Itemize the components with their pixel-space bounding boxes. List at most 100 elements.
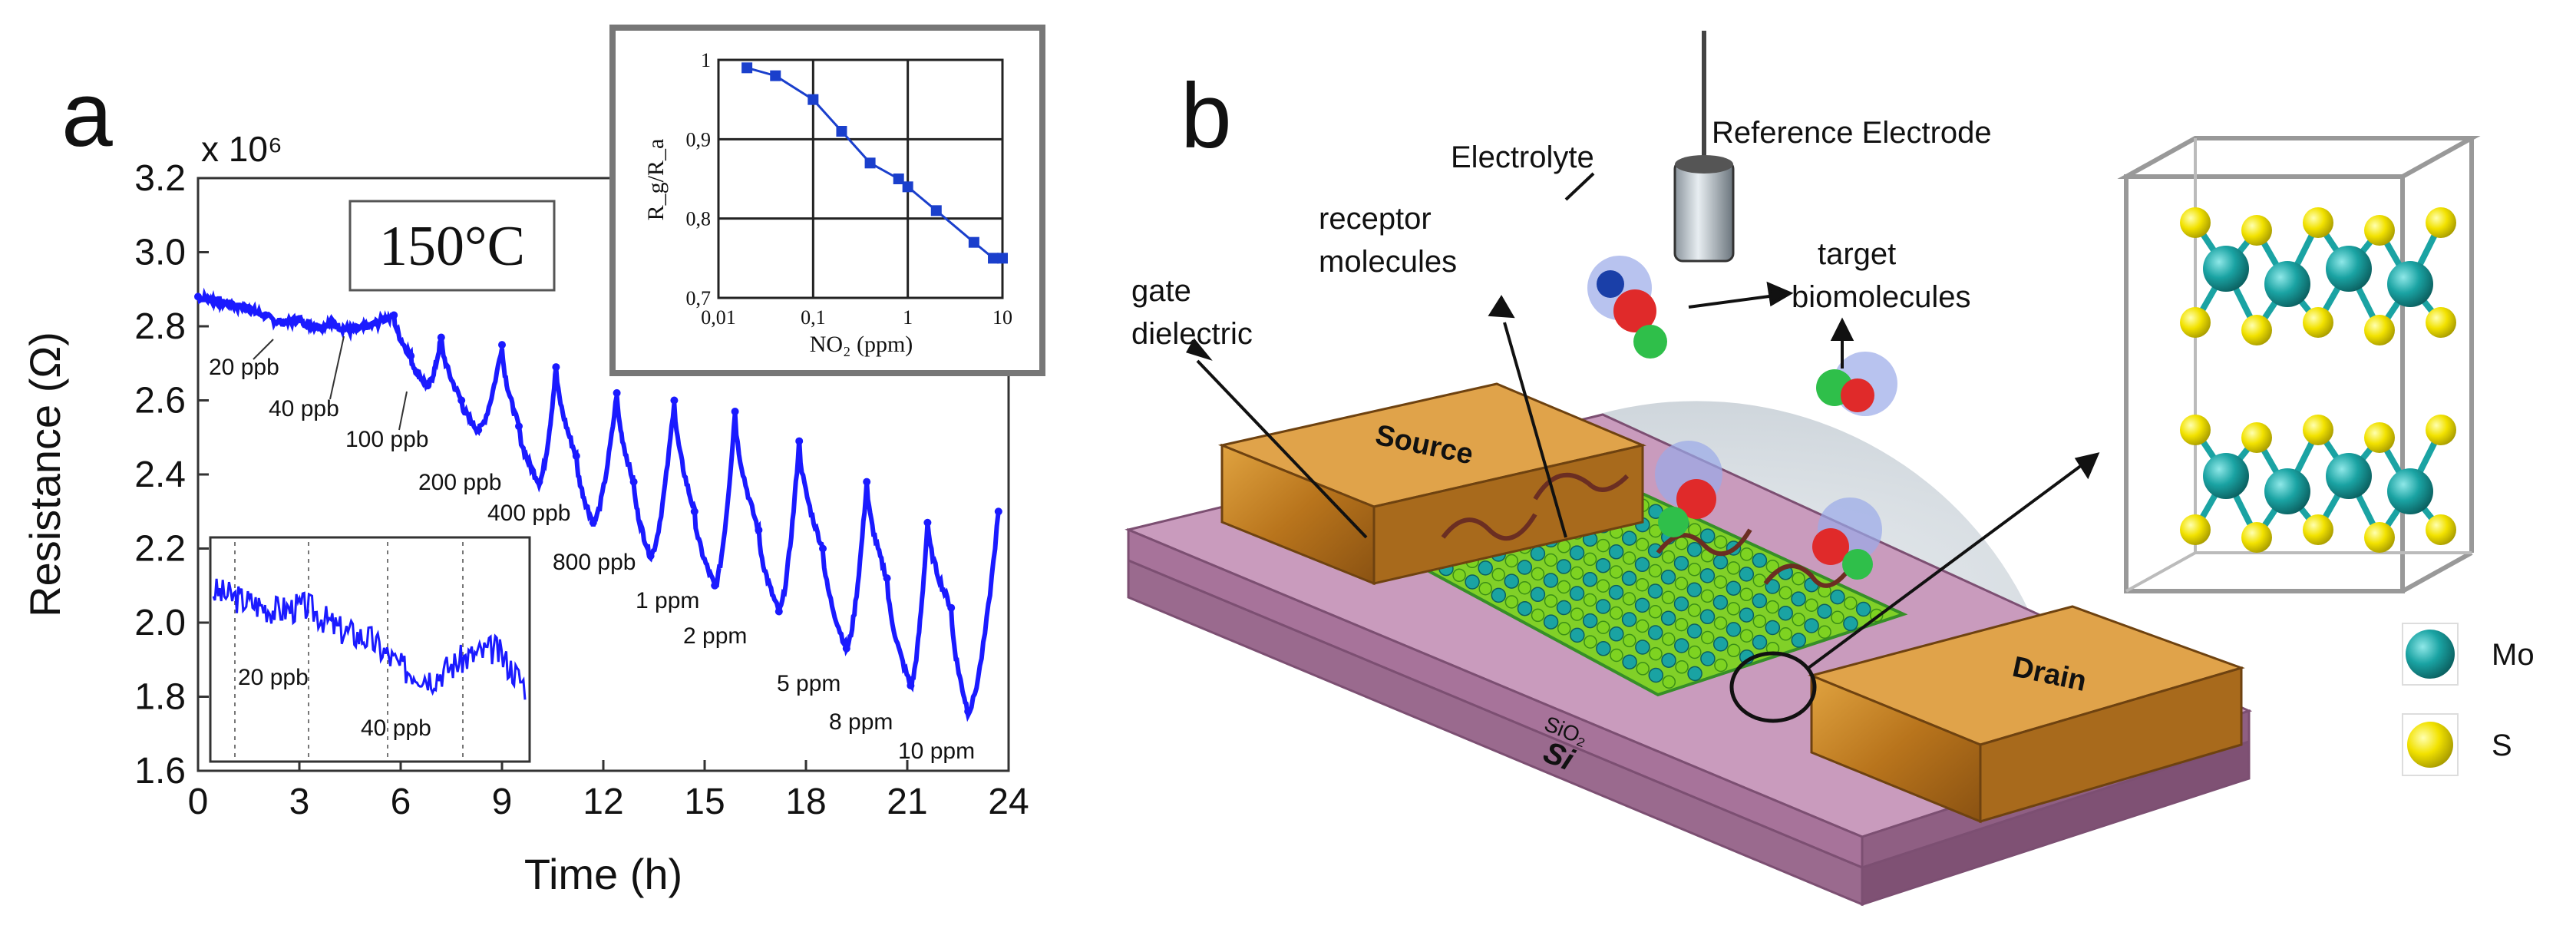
target-label-line1: target: [1818, 237, 1896, 271]
conc-label: 100 ppb: [345, 427, 428, 452]
s-atom: [2364, 315, 2395, 345]
s-atom: [1478, 581, 1492, 596]
resistance-point: [437, 333, 445, 342]
resistance-point: [755, 526, 763, 534]
resistance-point: [329, 319, 337, 327]
inset-noise-line: [212, 578, 527, 700]
mo-atom: [1699, 528, 1716, 544]
s-atom: [1818, 625, 1831, 639]
conc-label: 200 ppb: [418, 470, 501, 495]
resistance-point: [907, 682, 915, 690]
mo-atom: [1752, 634, 1768, 650]
mo-atom: [1634, 597, 1650, 613]
conc-label: 5 ppm: [777, 671, 841, 696]
y-tick-label: 2.2: [134, 529, 186, 570]
s-atom: [2303, 207, 2333, 238]
s-atom: [2426, 207, 2456, 238]
resistance-point: [613, 388, 621, 397]
s-atom: [2180, 415, 2211, 445]
mo-atom: [1491, 587, 1507, 603]
resistance-point: [535, 478, 543, 486]
mo-atom: [1465, 574, 1480, 590]
resistance-point: [194, 293, 202, 301]
mo-atom: [1608, 584, 1624, 600]
mo-atom: [1686, 582, 1702, 597]
receptor-label-line1: receptor: [1319, 202, 1432, 236]
mo-atom: [1660, 569, 1676, 585]
mo-atom: [1595, 599, 1611, 614]
y-tick-label: 2.8: [134, 306, 186, 347]
resistance-point: [646, 552, 655, 560]
s-atom: [1752, 573, 1767, 587]
mo-atom: [1621, 612, 1637, 627]
s-atom: [1596, 620, 1610, 634]
s-atom: [1544, 594, 1558, 608]
conc-label: 800 ppb: [553, 550, 636, 575]
mo-atom: [1686, 623, 1702, 639]
annotation-arrows: [1186, 172, 2100, 723]
mo-atom: [1582, 572, 1598, 587]
resistance-point: [690, 507, 698, 516]
mo-atom: [1686, 542, 1702, 557]
s-atom: [1649, 646, 1663, 661]
s-atom: [1765, 600, 1779, 614]
mo-atom: [1700, 651, 1716, 666]
mo-atom: [1570, 627, 1585, 643]
s-atom: [2241, 315, 2272, 345]
mo-atom: [1687, 666, 1702, 682]
s-atom: [1557, 622, 1571, 636]
mo-atom: [1621, 570, 1637, 587]
mo-atom: [1712, 554, 1729, 570]
resistance-point: [346, 326, 354, 334]
mo-atom: [1739, 607, 1755, 623]
resistance-point: [819, 544, 827, 553]
reference-electrode-label: Reference Electrode: [1712, 116, 1992, 150]
s-atom: [2426, 514, 2456, 545]
concentration-labels: 20 ppb 40 ppb 100 ppb 200 ppb 400 ppb 80…: [209, 355, 975, 764]
mo-atom: [1622, 654, 1637, 669]
x-tick-label: 12: [583, 782, 623, 822]
mo-atom: [1635, 640, 1650, 655]
resistance-point: [296, 315, 303, 323]
multiplier-label: x 10⁶: [201, 129, 282, 169]
s-atom: [1831, 610, 1844, 625]
s-atom: [1504, 554, 1519, 568]
mo-atom: [1608, 544, 1624, 560]
resistance-point: [312, 322, 320, 330]
mo-atom: [1699, 568, 1716, 583]
s-legend-marker: [2407, 722, 2453, 768]
x-tick-label: 18: [785, 782, 826, 822]
s-atom: [1674, 617, 1689, 632]
inset-x-tick-label: 1: [903, 306, 913, 329]
inset-left: 20 ppb 40 ppb: [209, 536, 531, 763]
s-atom: [2303, 415, 2333, 445]
source-contact: Source: [1217, 382, 1646, 586]
resistance-point: [245, 303, 253, 312]
resistance-point: [731, 407, 739, 415]
mo-atom: [1648, 667, 1664, 683]
s-atom: [1635, 537, 1650, 551]
resistance-point: [947, 603, 956, 612]
mo-atom: [2387, 468, 2433, 514]
conc-label: 400 ppb: [487, 501, 570, 526]
s-atom: [2364, 522, 2395, 553]
s-atom: [2241, 215, 2272, 246]
s-atom: [1844, 596, 1858, 610]
s-atom: [1596, 538, 1610, 553]
resistance-point: [407, 352, 415, 360]
resistance-point: [211, 296, 219, 305]
resistance-point: [262, 311, 269, 319]
s-atom: [2364, 422, 2395, 453]
inset-y-tick-label: 0,7: [686, 287, 712, 309]
mo-atom: [1660, 610, 1676, 626]
mo-atom: [2387, 261, 2433, 307]
s-atom: [1662, 675, 1676, 689]
conc-label: 2 ppm: [683, 623, 747, 649]
target-biomolecules: [1587, 256, 1897, 580]
panel-b: b SiO₂ Si Source: [1125, 31, 2535, 907]
receptor-label-line2: molecules: [1319, 245, 1457, 279]
inset-x-tick-label: 0,1: [801, 306, 826, 329]
s-atom: [1518, 580, 1532, 595]
s-atom: [2303, 514, 2333, 545]
